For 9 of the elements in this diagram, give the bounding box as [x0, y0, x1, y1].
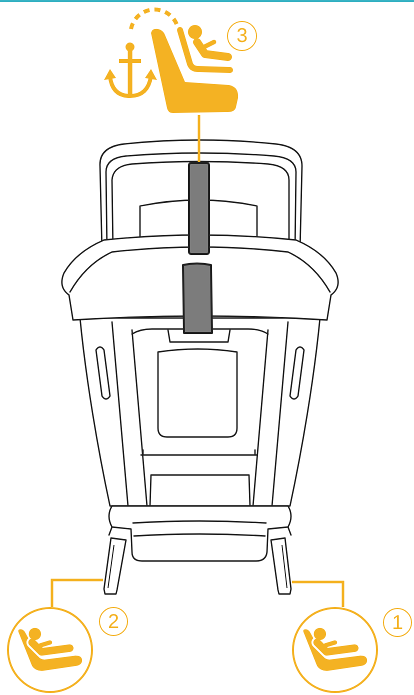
callout-number: 3 — [227, 21, 257, 51]
seat-foot — [103, 537, 127, 595]
leader-line — [198, 115, 200, 162]
leader-line — [292, 580, 344, 607]
callout-number: 2 — [99, 607, 128, 636]
seat-foot — [270, 537, 292, 595]
callout-number: 1 — [383, 608, 412, 637]
leader-line — [50, 578, 103, 607]
strap — [188, 162, 210, 255]
